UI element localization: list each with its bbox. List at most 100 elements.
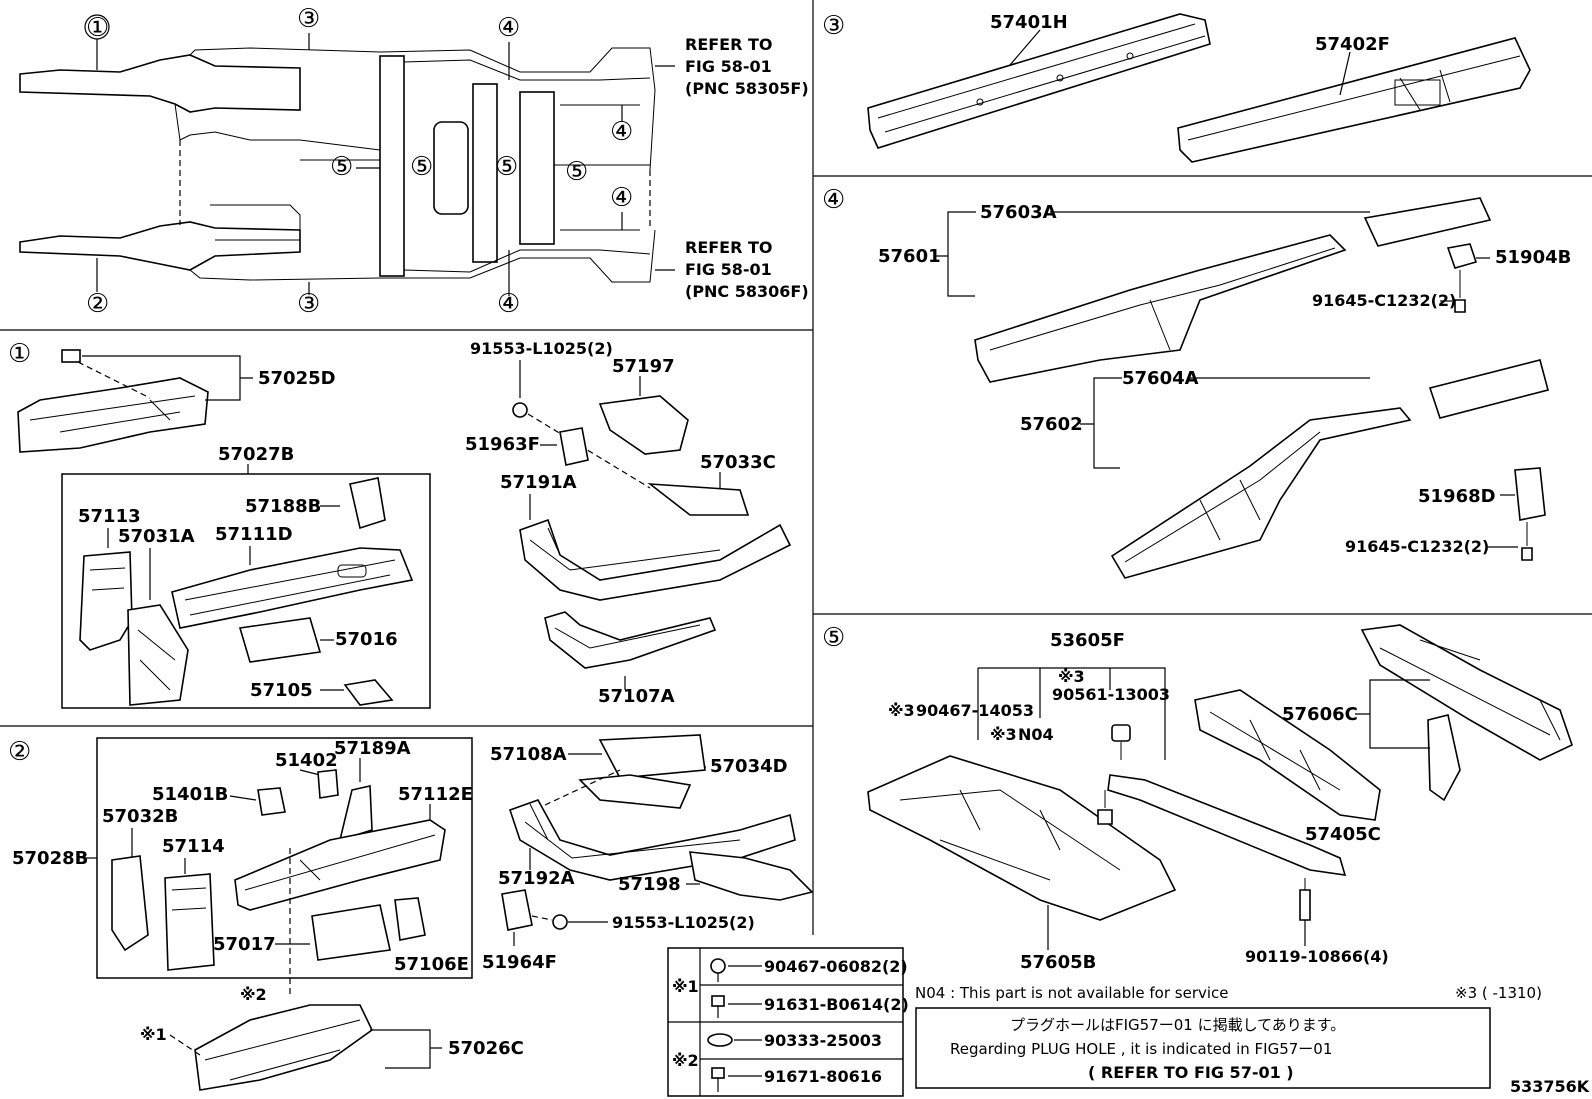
x3-range-note: ※3 ( -1310) bbox=[1455, 984, 1542, 1002]
overview-callouts: ① ② ③ ③ ④ ④ ④ ④ ⑤ ⑤ ⑤ ⑤ bbox=[84, 4, 633, 319]
part-57198-bracket bbox=[689, 851, 814, 901]
label-p57017: 57017 bbox=[213, 934, 276, 955]
part-57197-bracket bbox=[598, 395, 689, 455]
part-57114-plate bbox=[164, 873, 215, 971]
label-p57189a: 57189A bbox=[334, 738, 411, 759]
label-p90467-14053: 90467-14053 bbox=[916, 701, 1034, 720]
part-57606C-rear-crossmember bbox=[1360, 624, 1573, 802]
label-p57032b: 57032B bbox=[102, 806, 178, 827]
label-p57016: 57016 bbox=[335, 629, 398, 650]
part-57016-bracket bbox=[238, 617, 322, 663]
label-p51963f: 51963F bbox=[465, 434, 540, 455]
label-p91553b: 91553-L1025(2) bbox=[612, 913, 755, 932]
part-57105-clip bbox=[343, 679, 394, 706]
part-57188B-bracket bbox=[349, 477, 386, 530]
part-91553-bolt-a bbox=[512, 402, 651, 489]
label-p57401h: 57401H bbox=[990, 12, 1068, 33]
label-part: 90333-25003 bbox=[764, 1031, 882, 1050]
part-57189A-bracket bbox=[338, 785, 373, 842]
label-p51402: 51402 bbox=[275, 750, 338, 771]
label-p57191a: 57191A bbox=[500, 472, 577, 493]
part-57402F-rail bbox=[1177, 37, 1531, 163]
label-part: 91671-80616 bbox=[764, 1067, 882, 1086]
fastener-legend-table: ※1 ※2 90467-06082(2) 91631-B0614(2) 9033… bbox=[667, 947, 909, 1097]
part-57605B-dash-crossmember bbox=[867, 724, 1177, 921]
label-p57034d: 57034D bbox=[710, 756, 788, 777]
part-57111D-rail bbox=[171, 547, 414, 629]
label-p51401b: 51401B bbox=[152, 784, 228, 805]
label-p57114: 57114 bbox=[162, 836, 225, 857]
part-51401B-clip bbox=[257, 787, 286, 816]
part-57108A-bracket bbox=[598, 734, 706, 779]
label-p57026c: 57026C bbox=[448, 1038, 524, 1059]
x3-mark-a: ※3 bbox=[1058, 667, 1085, 686]
label-pn04: N04 bbox=[1018, 725, 1054, 744]
callout-5-c: ⑤ bbox=[495, 152, 518, 182]
label-p57106e: 57106E bbox=[394, 954, 469, 975]
callout-4-top: ④ bbox=[497, 13, 520, 43]
label-p91553a: 91553-L1025(2) bbox=[470, 339, 613, 358]
label-p57108a: 57108A bbox=[490, 744, 567, 765]
label-p90119: 90119-10866(4) bbox=[1245, 947, 1389, 966]
label-p57197: 57197 bbox=[612, 356, 675, 377]
label-line1: REFER TO bbox=[685, 238, 773, 257]
callout-4-bottom: ④ bbox=[497, 289, 520, 319]
part-57026C-rail-rear bbox=[169, 1004, 374, 1091]
label-p57402f: 57402F bbox=[1315, 34, 1390, 55]
refer-rear-note: REFER TO FIG 58-01 (PNC 58306F) bbox=[655, 238, 809, 301]
part-57106E-bracket bbox=[394, 897, 426, 941]
label-line1: REFER TO bbox=[685, 35, 773, 54]
part-57401H-rail bbox=[867, 13, 1211, 149]
label-p57192a: 57192A bbox=[498, 868, 575, 889]
part-57405C-floor-member bbox=[1194, 689, 1381, 821]
label-p51968d: 51968D bbox=[1418, 486, 1496, 507]
label-p57112e: 57112E bbox=[398, 784, 473, 805]
part-57602-rear-rail bbox=[1110, 359, 1549, 579]
part-51402-clip bbox=[317, 769, 339, 799]
callout-3-top: ③ bbox=[297, 4, 320, 34]
label-line3: (PNC 58306F) bbox=[685, 282, 809, 301]
figure-id: 533756K bbox=[1510, 1077, 1590, 1096]
label-p57025d: 57025D bbox=[258, 368, 336, 389]
label-p91645a: 91645-C1232(2) bbox=[1312, 291, 1456, 310]
legend-washer-icon bbox=[707, 1033, 733, 1047]
callout-4-right-a: ④ bbox=[610, 117, 633, 147]
n04-note: N04 : This part is not available for ser… bbox=[915, 984, 1229, 1002]
part-57034D-bracket bbox=[578, 774, 692, 809]
section-5-mark: ⑤ bbox=[822, 623, 845, 653]
label-p57606c: 57606C bbox=[1282, 704, 1358, 725]
section-3-mark: ③ bbox=[822, 11, 845, 41]
label-p57028b: 57028B bbox=[12, 848, 88, 869]
label-p57111d: 57111D bbox=[215, 524, 293, 545]
x3-mark-b: ※3 bbox=[888, 701, 915, 720]
x3-mark-c: ※3 bbox=[990, 725, 1017, 744]
section-4-mark: ④ bbox=[822, 185, 845, 215]
legend-mark-x1: ※1 bbox=[672, 977, 699, 996]
callout-4-right-b: ④ bbox=[610, 183, 633, 213]
part-N04-brace bbox=[1097, 774, 1347, 876]
callout-2-bottom: ② bbox=[86, 289, 109, 319]
label-line2: FIG 58-01 bbox=[685, 260, 772, 279]
callout-5-a: ⑤ bbox=[330, 152, 353, 182]
part-57031A-plate bbox=[127, 604, 189, 706]
label-p57405c: 57405C bbox=[1305, 824, 1381, 845]
part-90119-bolt bbox=[1299, 878, 1311, 921]
label-p51964f: 51964F bbox=[482, 952, 557, 973]
legend-mark-x2: ※2 bbox=[672, 1051, 699, 1070]
label-line2: FIG 58-01 bbox=[685, 57, 772, 76]
part-57191A-rocker-front bbox=[519, 518, 792, 601]
part-57017-bracket bbox=[311, 904, 391, 961]
callout-3-bottom: ③ bbox=[297, 289, 320, 319]
part-57032B-plate bbox=[111, 855, 149, 952]
legend-screw-icon bbox=[710, 958, 726, 982]
underbody-overview bbox=[19, 47, 656, 283]
section-2-mark: ② bbox=[8, 737, 31, 767]
part-57025D-rail-front bbox=[17, 349, 209, 453]
label-p91645b: 91645-C1232(2) bbox=[1345, 537, 1489, 556]
plug-hole-note-en: Regarding PLUG HOLE , it is indicated in… bbox=[950, 1040, 1332, 1058]
part-91553-bolt-b bbox=[531, 914, 568, 930]
plug-hole-note-jp: プラグホールはFIG57ー01 に掲載してあります。 bbox=[1010, 1016, 1345, 1034]
part-57033C-bracket bbox=[647, 483, 750, 516]
label-p57605b: 57605B bbox=[1020, 952, 1096, 973]
